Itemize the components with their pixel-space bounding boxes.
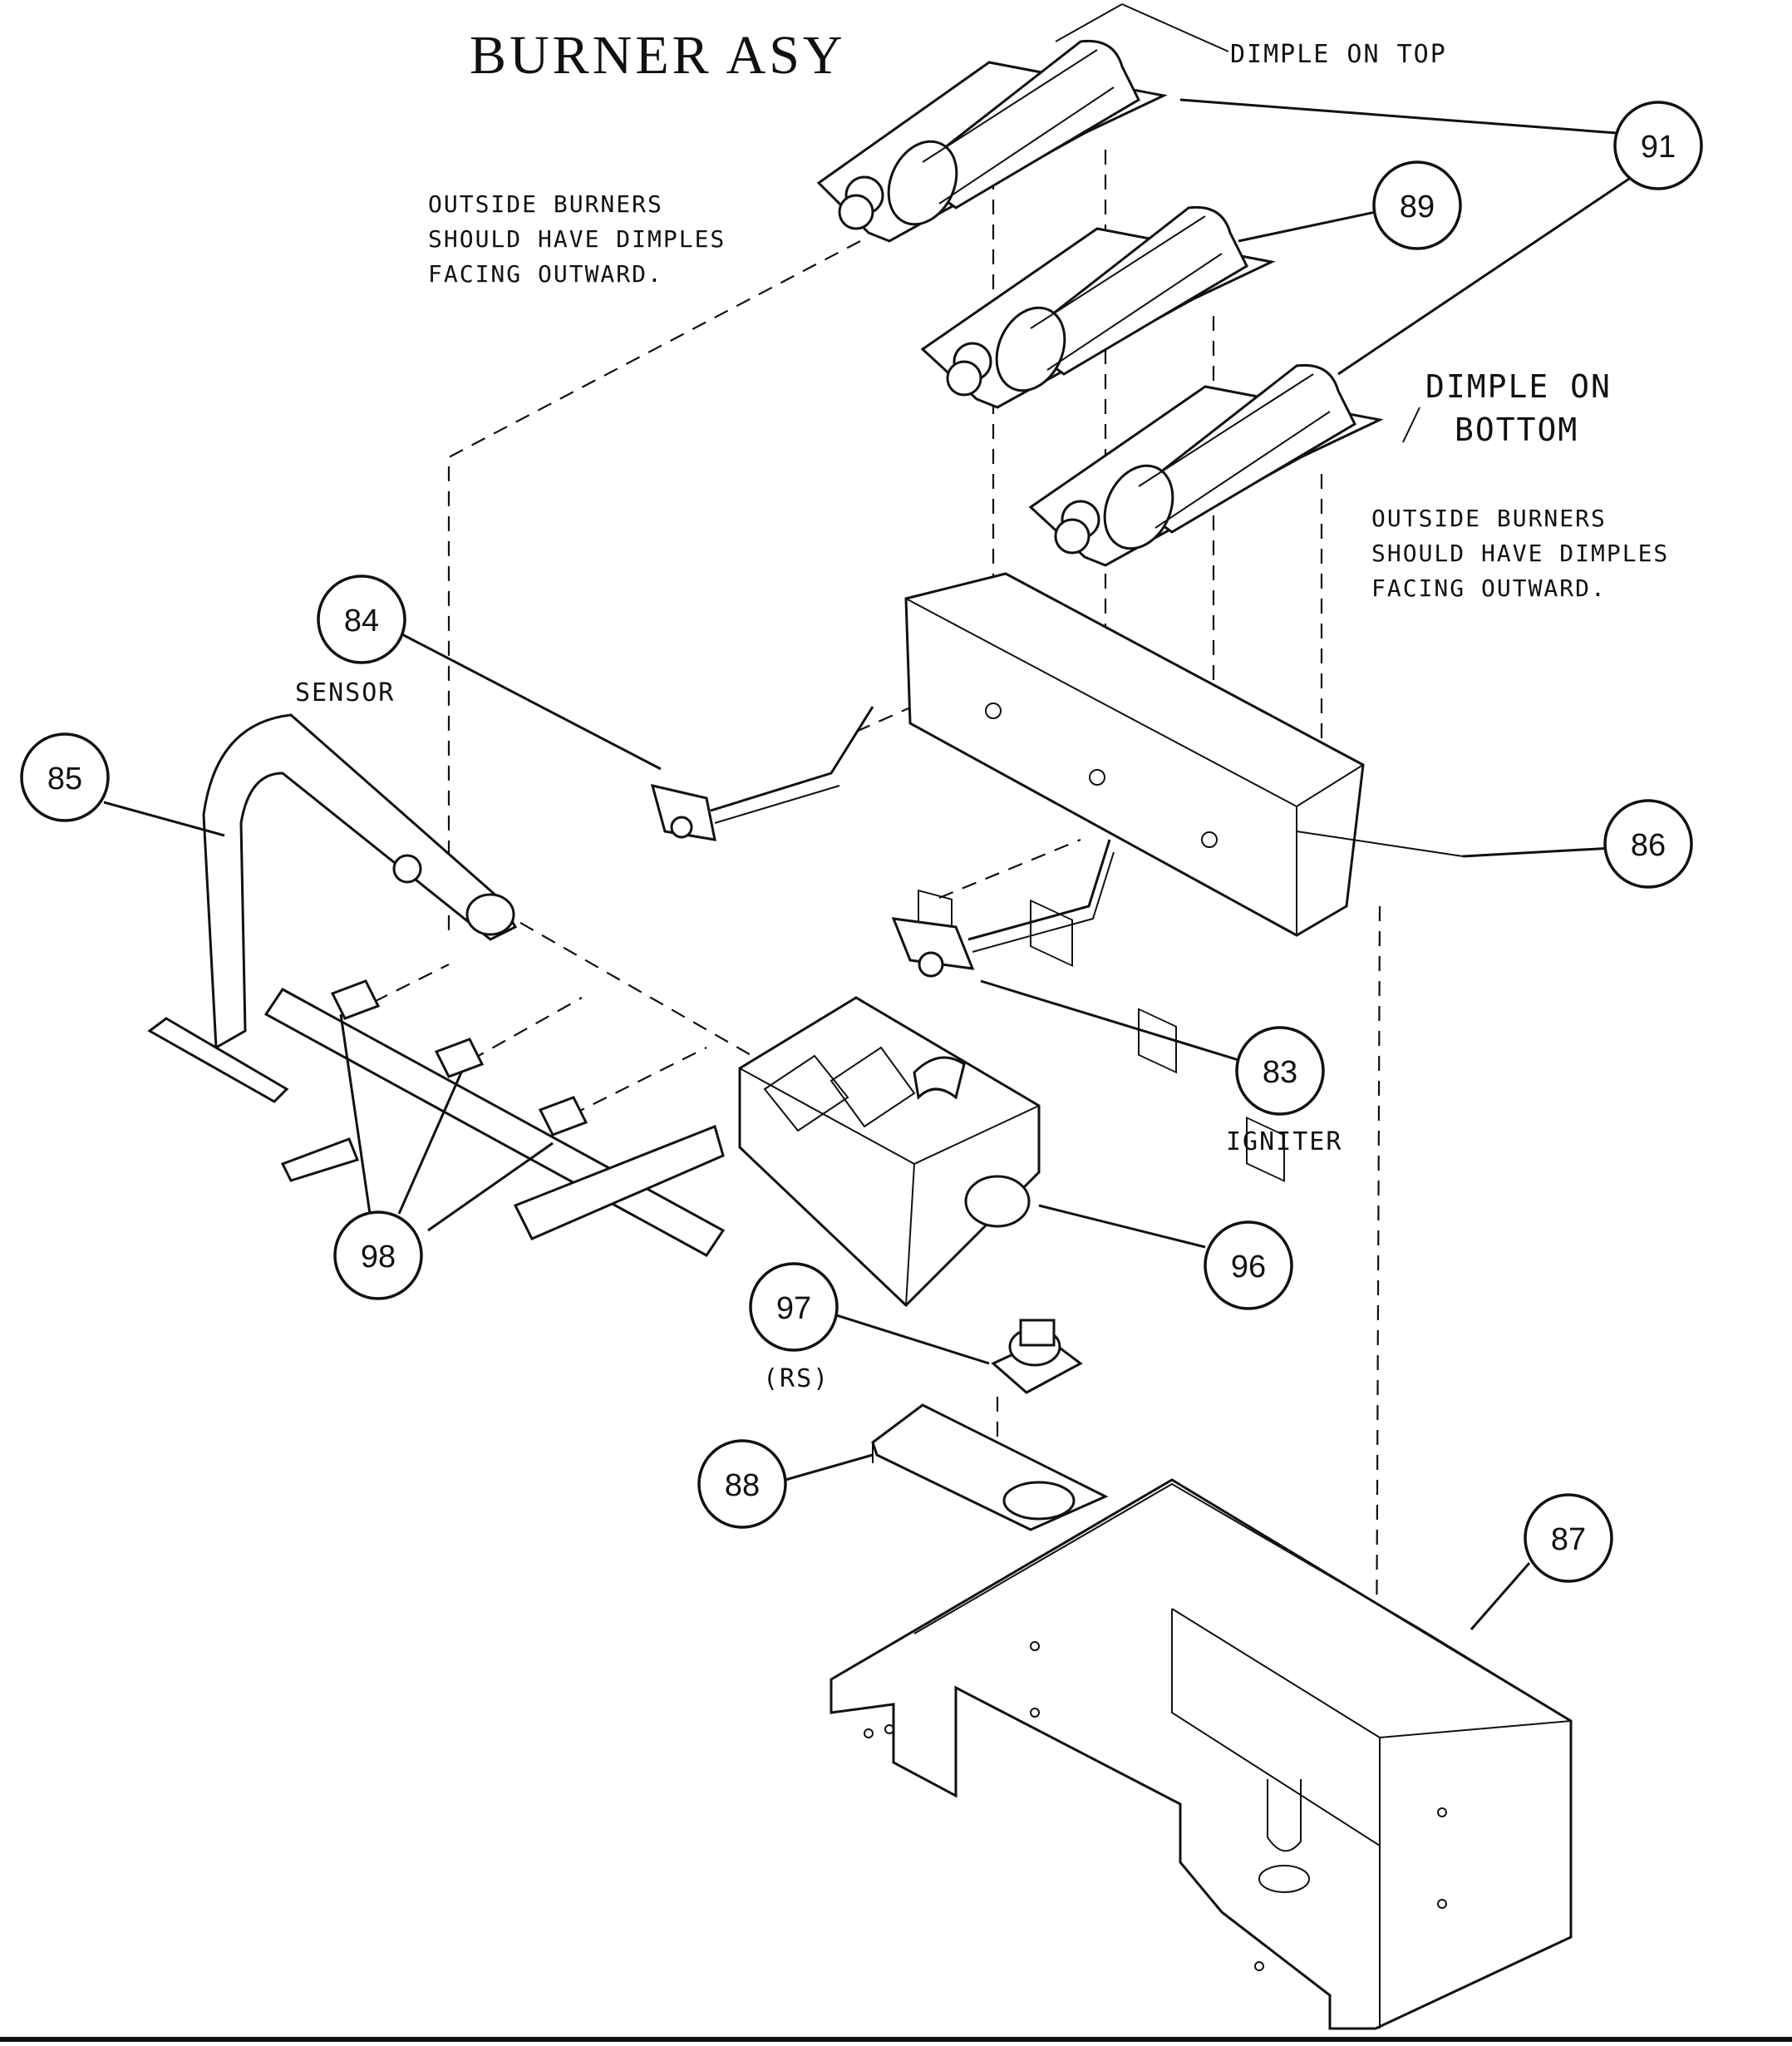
gas-valve xyxy=(738,996,1041,1308)
callout-84: 84 xyxy=(317,574,406,664)
base-panel xyxy=(830,1478,1573,2030)
callout-87: 87 xyxy=(1524,1493,1613,1583)
callout-88: 88 xyxy=(697,1439,787,1529)
svg-text:SHOULD HAVE DIMPLES: SHOULD HAVE DIMPLES xyxy=(428,225,726,253)
callout-91: 91 xyxy=(1613,101,1703,190)
callout-83: 83 xyxy=(1235,1026,1325,1116)
svg-text:91: 91 xyxy=(1641,130,1676,165)
gas-manifold xyxy=(147,713,726,1257)
diagram-title: BURNER ASY xyxy=(470,25,846,86)
callout-98: 98 xyxy=(333,1210,423,1300)
bottom-border-rule xyxy=(0,2037,1792,2042)
note-outside-burners-left: OUTSIDE BURNERS SHOULD HAVE DIMPLES FACI… xyxy=(428,190,726,288)
svg-text:84: 84 xyxy=(344,604,379,638)
label-rs: (RS) xyxy=(763,1364,830,1393)
orifices xyxy=(330,979,588,1136)
svg-text:OUTSIDE BURNERS: OUTSIDE BURNERS xyxy=(1371,505,1607,532)
burner-bracket xyxy=(904,572,1464,1182)
svg-text:FACING OUTWARD.: FACING OUTWARD. xyxy=(428,260,663,288)
svg-text:OUTSIDE BURNERS: OUTSIDE BURNERS xyxy=(428,190,663,218)
svg-text:96: 96 xyxy=(1231,1250,1266,1284)
leader-dimple-top xyxy=(1121,3,1229,52)
burner-top xyxy=(816,39,1168,243)
svg-text:85: 85 xyxy=(47,762,82,796)
callout-97: 97 xyxy=(749,1262,839,1352)
burner-middle xyxy=(920,205,1276,409)
leader-dimple-bottom xyxy=(1402,407,1420,443)
note-dimple-on-top: DIMPLE ON TOP xyxy=(1230,40,1447,69)
flame-sensor xyxy=(650,706,874,841)
switch-bracket xyxy=(871,1403,1109,1531)
svg-text:SHOULD HAVE DIMPLES: SHOULD HAVE DIMPLES xyxy=(1371,540,1669,567)
callout-89: 89 xyxy=(1372,160,1462,250)
callout-85: 85 xyxy=(20,732,110,822)
igniter xyxy=(891,839,1115,978)
svg-text:87: 87 xyxy=(1551,1522,1586,1557)
callout-96: 96 xyxy=(1204,1220,1293,1310)
leader-lines xyxy=(103,98,1642,1630)
note-outside-burners-right: OUTSIDE BURNERS SHOULD HAVE DIMPLES FACI… xyxy=(1371,505,1669,602)
callout-86: 86 xyxy=(1603,799,1693,889)
svg-text:86: 86 xyxy=(1631,828,1666,863)
note-dimple-on-bottom-1: DIMPLE ON xyxy=(1425,368,1612,405)
leader-dimple-top-b xyxy=(1055,3,1123,42)
note-dimple-on-bottom-2: BOTTOM xyxy=(1455,412,1578,448)
svg-text:88: 88 xyxy=(725,1468,760,1503)
burner-bottom xyxy=(1028,363,1384,567)
svg-text:98: 98 xyxy=(361,1240,396,1274)
label-sensor: SENSOR xyxy=(295,678,395,707)
svg-text:97: 97 xyxy=(776,1291,811,1326)
rollout-switch xyxy=(991,1319,1083,1394)
svg-text:89: 89 xyxy=(1400,190,1435,224)
svg-text:FACING OUTWARD.: FACING OUTWARD. xyxy=(1371,574,1607,602)
svg-text:83: 83 xyxy=(1263,1055,1297,1090)
